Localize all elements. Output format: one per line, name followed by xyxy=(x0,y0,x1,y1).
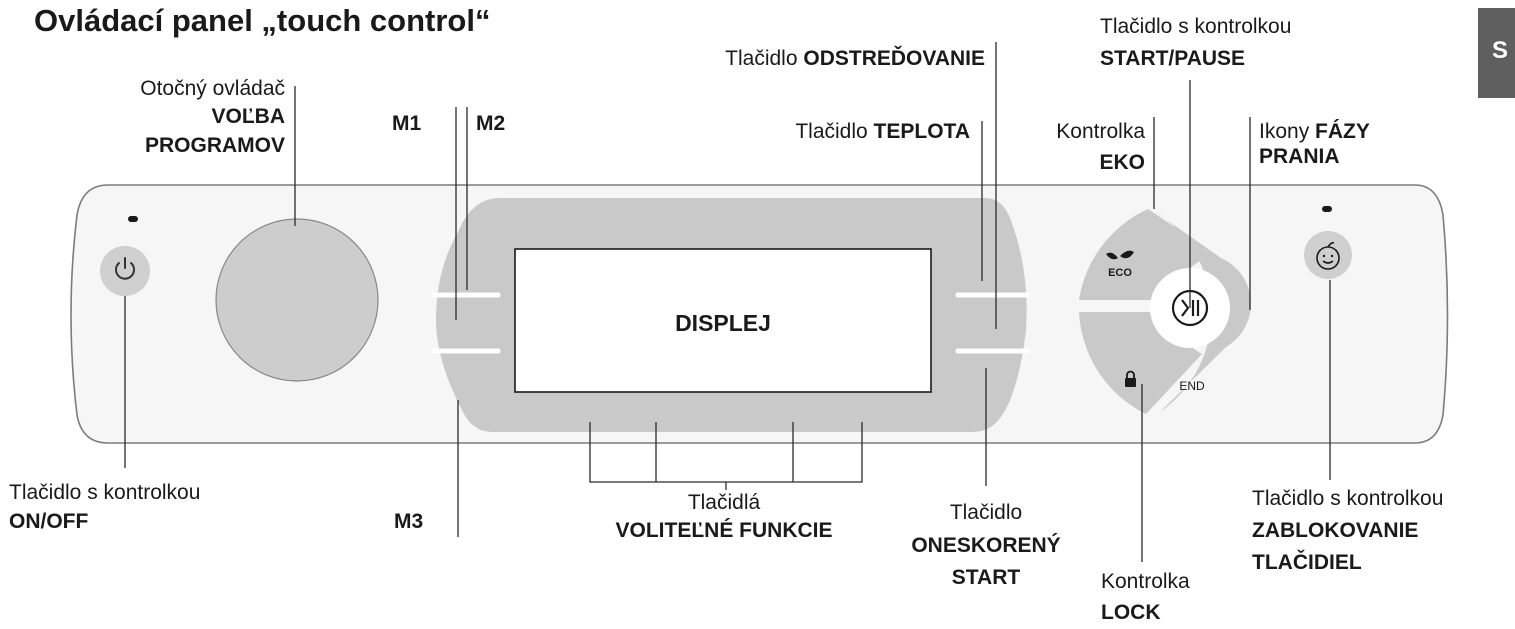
power-led xyxy=(128,216,138,222)
callout-program-knob: Otočný ovládač VOĽBA PROGRAMOV xyxy=(140,77,285,157)
callout-spin-bold: ODSTREĎOVANIE xyxy=(803,46,985,70)
callout-options-line1: Tlačidlá xyxy=(688,491,761,514)
callout-program-knob-line3: PROGRAMOV xyxy=(145,134,285,157)
callout-phases-prefix: Ikony xyxy=(1259,120,1315,143)
side-tab: S xyxy=(1478,8,1515,98)
leader-lines xyxy=(124,42,1331,562)
display-label: DISPLEJ xyxy=(675,310,771,336)
eco-icon-text: ECO xyxy=(1108,267,1132,279)
callout-spin-prefix: Tlačidlo xyxy=(725,47,803,70)
program-knob[interactable] xyxy=(215,218,379,382)
page-title: Ovládací panel „touch control“ xyxy=(34,3,490,38)
callout-start-pause: Tlačidlo s kontrolkou START/PAUSE xyxy=(1100,15,1291,70)
callout-delay-start-line2: ONESKORENÝ xyxy=(911,533,1060,557)
callout-delay-start: Tlačidlo ONESKORENÝ START xyxy=(911,501,1060,589)
callout-on-off-line2: ON/OFF xyxy=(9,510,88,533)
power-icon xyxy=(115,257,135,280)
zone-separators xyxy=(431,292,1031,354)
end-icon-text: END xyxy=(1179,379,1205,393)
callout-lock: Kontrolka LOCK xyxy=(1101,570,1190,624)
callout-start-pause-line1: Tlačidlo s kontrolkou xyxy=(1100,15,1291,38)
callout-phases-line1: Ikony FÁZY xyxy=(1259,120,1370,143)
lock-icon xyxy=(1125,370,1136,387)
display-screen xyxy=(514,248,932,393)
callout-start-pause-line2: START/PAUSE xyxy=(1100,47,1245,70)
callout-delay-start-line3: START xyxy=(952,566,1021,589)
child-lock-button-face[interactable] xyxy=(1304,231,1352,279)
callout-program-knob-line1: Otočný ovládač xyxy=(140,77,285,100)
power-button-face[interactable] xyxy=(100,246,150,296)
callout-eco-line2: EKO xyxy=(1099,151,1145,174)
callout-m3: M3 xyxy=(394,510,423,533)
callout-on-off-line1: Tlačidlo s kontrolkou xyxy=(9,481,200,504)
eco-icon: ECO xyxy=(1106,250,1134,279)
callout-temperature: Tlačidlo TEPLOTA xyxy=(795,120,970,143)
phase-ring-upper-right xyxy=(1154,211,1251,412)
callout-child-lock-line1: Tlačidlo s kontrolkou xyxy=(1252,487,1443,510)
callout-eco: Kontrolka EKO xyxy=(1056,120,1145,174)
callout-m2: M2 xyxy=(476,112,505,135)
callout-on-off: Tlačidlo s kontrolkou ON/OFF xyxy=(9,481,200,533)
callout-program-knob-line2: VOĽBA xyxy=(212,105,286,128)
callout-lock-line1: Kontrolka xyxy=(1101,570,1190,593)
callout-phases: Ikony FÁZY PRANIA xyxy=(1259,120,1370,168)
side-tab-background xyxy=(1478,8,1515,98)
callout-m1: M1 xyxy=(392,112,421,135)
baby-face-icon xyxy=(1316,242,1340,270)
child-lock-button[interactable] xyxy=(1304,231,1352,279)
callout-child-lock-line2: ZABLOKOVANIE xyxy=(1252,519,1418,542)
baby-eye-right xyxy=(1330,254,1334,258)
callout-lock-line2: LOCK xyxy=(1101,601,1161,624)
callout-child-lock: Tlačidlo s kontrolkou ZABLOKOVANIE TLAČI… xyxy=(1252,487,1443,574)
power-button[interactable] xyxy=(100,246,150,296)
callout-temperature-prefix: Tlačidlo xyxy=(795,120,873,143)
callout-options-line2: VOLITEĽNÉ FUNKCIE xyxy=(615,519,832,542)
side-tab-letter: S xyxy=(1492,37,1508,64)
callout-delay-start-line1: Tlačidlo xyxy=(950,501,1022,524)
callout-phases-line2: PRANIA xyxy=(1259,145,1340,168)
child-lock-led xyxy=(1322,206,1332,212)
baby-eye-left xyxy=(1322,254,1326,258)
start-pause-icon xyxy=(1171,289,1209,327)
callout-phases-bold1: FÁZY xyxy=(1315,120,1370,143)
callout-eco-line1: Kontrolka xyxy=(1056,120,1145,143)
callout-spin: Tlačidlo ODSTREĎOVANIE xyxy=(725,46,985,70)
callout-options: Tlačidlá VOLITEĽNÉ FUNKCIE xyxy=(615,491,832,542)
callout-temperature-bold: TEPLOTA xyxy=(874,120,970,143)
callout-child-lock-line3: TLAČIDIEL xyxy=(1252,550,1362,574)
